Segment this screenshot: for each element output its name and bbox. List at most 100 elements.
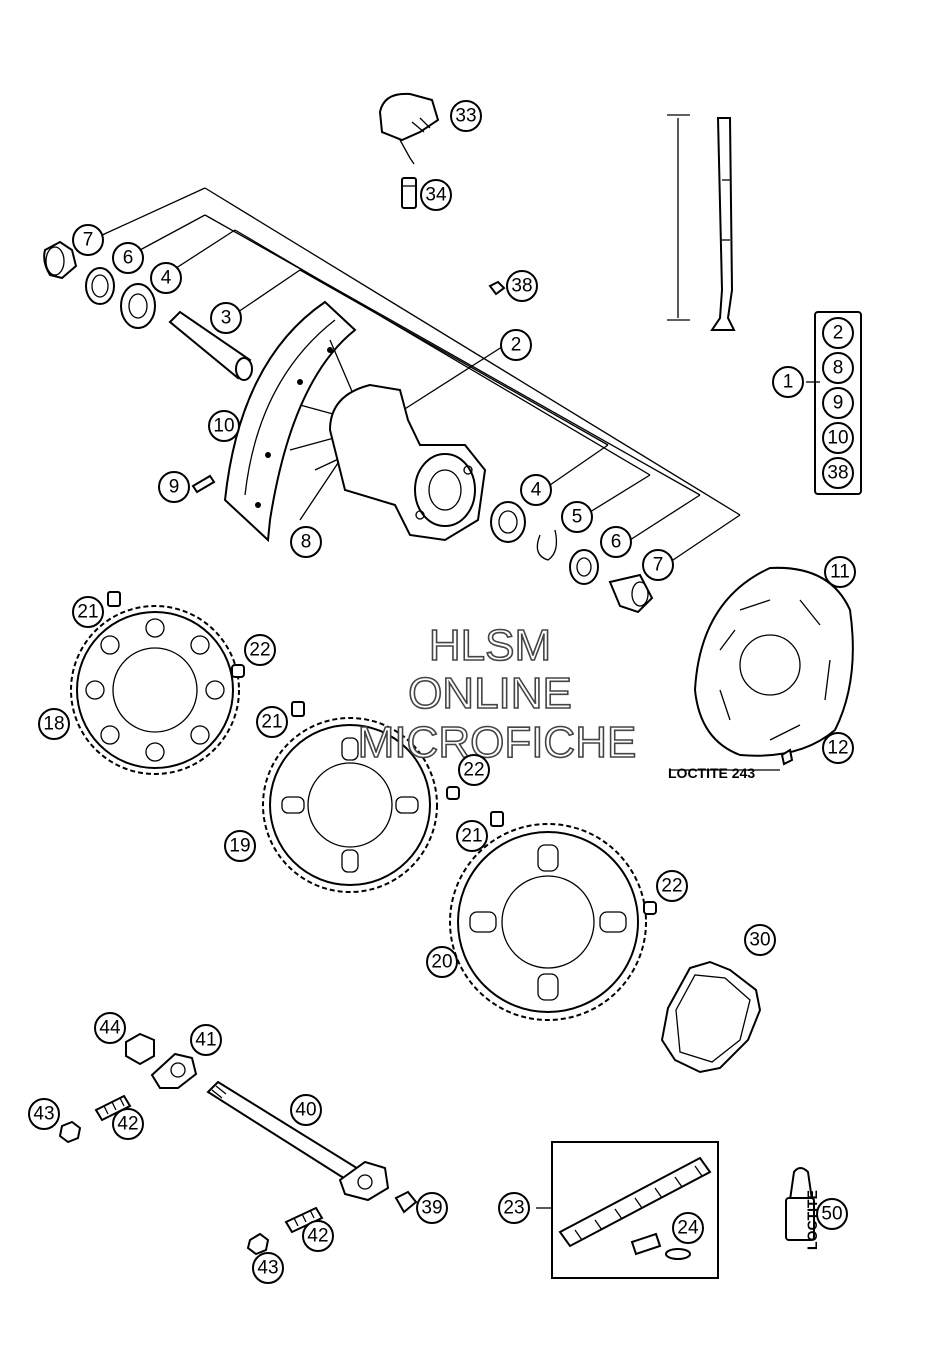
adjuster-nut-left-part [58,1120,82,1144]
callouts: 33 34 38 7 6 4 3 2 10 9 8 4 5 6 7 11 12 … [28,100,856,1284]
svg-text:7: 7 [83,230,94,251]
kit-item: 38 [822,457,854,489]
bearing-left-part [120,283,156,329]
seal-left-part [85,267,115,305]
svg-text:18: 18 [43,714,64,735]
valve-nut-part [401,177,417,209]
callout: 21 [256,706,288,738]
chain-part [558,1156,712,1248]
bearing-right-part [490,501,526,543]
kit-item: 8 [822,352,854,384]
chain-box [536,1141,719,1279]
callout: 12 [822,732,854,764]
callout: 22 [244,634,276,666]
spacer-left-part [43,240,78,280]
callout: 39 [416,1192,448,1224]
callout: 9 [158,471,190,503]
svg-text:4: 4 [531,480,542,501]
sprocket-gasket-part [660,960,762,1074]
callout: 19 [224,830,256,862]
svg-text:11: 11 [830,562,850,583]
callout: 22 [458,754,490,786]
svg-text:3: 3 [221,308,232,329]
svg-text:1: 1 [783,372,794,393]
svg-text:30: 30 [749,930,770,951]
svg-text:2: 2 [511,335,522,356]
callout: 42 [302,1220,334,1252]
svg-text:8: 8 [833,358,844,379]
spoke-part [710,117,736,331]
svg-text:38: 38 [827,463,848,484]
svg-text:34: 34 [425,185,447,206]
kit-label: 1 [772,366,804,398]
axle-cap-part [394,1190,418,1214]
hub-spacer-tube-part [168,310,253,381]
svg-text:12: 12 [827,738,848,759]
wheel-hub-part [289,339,487,542]
svg-text:42: 42 [117,1114,138,1135]
valve-cap-part [378,92,440,165]
svg-text:10: 10 [827,428,848,449]
axle-part [206,1080,390,1202]
leader-lines [99,114,820,771]
rim-part [223,300,357,543]
callout: 21 [456,820,488,852]
svg-text:21: 21 [461,826,482,847]
callout: 33 [450,100,482,132]
callout: 7 [72,224,104,256]
loctite-note: LOCTITE 243 [668,765,755,781]
callout: 40 [290,1094,322,1126]
svg-text:20: 20 [431,952,452,973]
svg-text:38: 38 [511,276,532,297]
callout: 50 [816,1198,848,1230]
svg-text:33: 33 [455,106,476,127]
callout: 42 [112,1108,144,1140]
svg-text:21: 21 [77,602,98,623]
svg-text:2: 2 [833,323,844,344]
kit-item: 9 [822,387,854,419]
callout: 4 [520,474,552,506]
callout: 4 [150,262,182,294]
svg-text:42: 42 [307,1226,328,1247]
sprocket-18-part [70,605,240,775]
watermark-line-3: MICROFICHE [358,718,637,767]
svg-text:24: 24 [677,1218,699,1239]
kit-item: 2 [822,317,854,349]
callout: 24 [672,1212,704,1244]
svg-text:19: 19 [229,836,250,857]
callout: 8 [290,526,322,558]
axle-nut-part [125,1032,155,1066]
callout: 41 [190,1024,222,1056]
callout: 18 [38,708,70,740]
callout: 20 [426,946,458,978]
watermark-line-1: HLSM [429,621,551,670]
sprocket-20-part [449,823,647,1021]
disc-bolt-part [780,748,794,766]
svg-text:9: 9 [169,477,180,498]
adjuster-screw-left-part [94,1094,132,1122]
svg-text:23: 23 [503,1198,524,1219]
svg-text:41: 41 [195,1030,216,1051]
svg-text:6: 6 [611,532,622,553]
svg-text:44: 44 [99,1018,121,1039]
sprocket-19-part [262,717,438,893]
seal-right-part [569,549,599,585]
circlip-part [536,529,558,561]
svg-text:21: 21 [261,712,282,733]
callout: 44 [94,1012,126,1044]
spacer-right-part [608,573,654,614]
callout: 7 [642,549,674,581]
svg-text:5: 5 [572,507,583,528]
watermark: HLSM ONLINE MICROFICHE [357,620,637,768]
adjuster-nut-right-part [246,1232,270,1256]
callout: 5 [561,501,593,533]
kit-item: 10 [822,422,854,454]
adjuster-screw-right-part [284,1206,324,1234]
svg-text:7: 7 [653,555,664,576]
loctite-tube-text: LOCTITE [804,1190,820,1250]
svg-text:22: 22 [249,640,270,661]
svg-text:22: 22 [661,876,682,897]
kit-box: 1 2 8 9 10 38 [772,311,862,495]
chain-adjuster-left-part [150,1052,198,1089]
